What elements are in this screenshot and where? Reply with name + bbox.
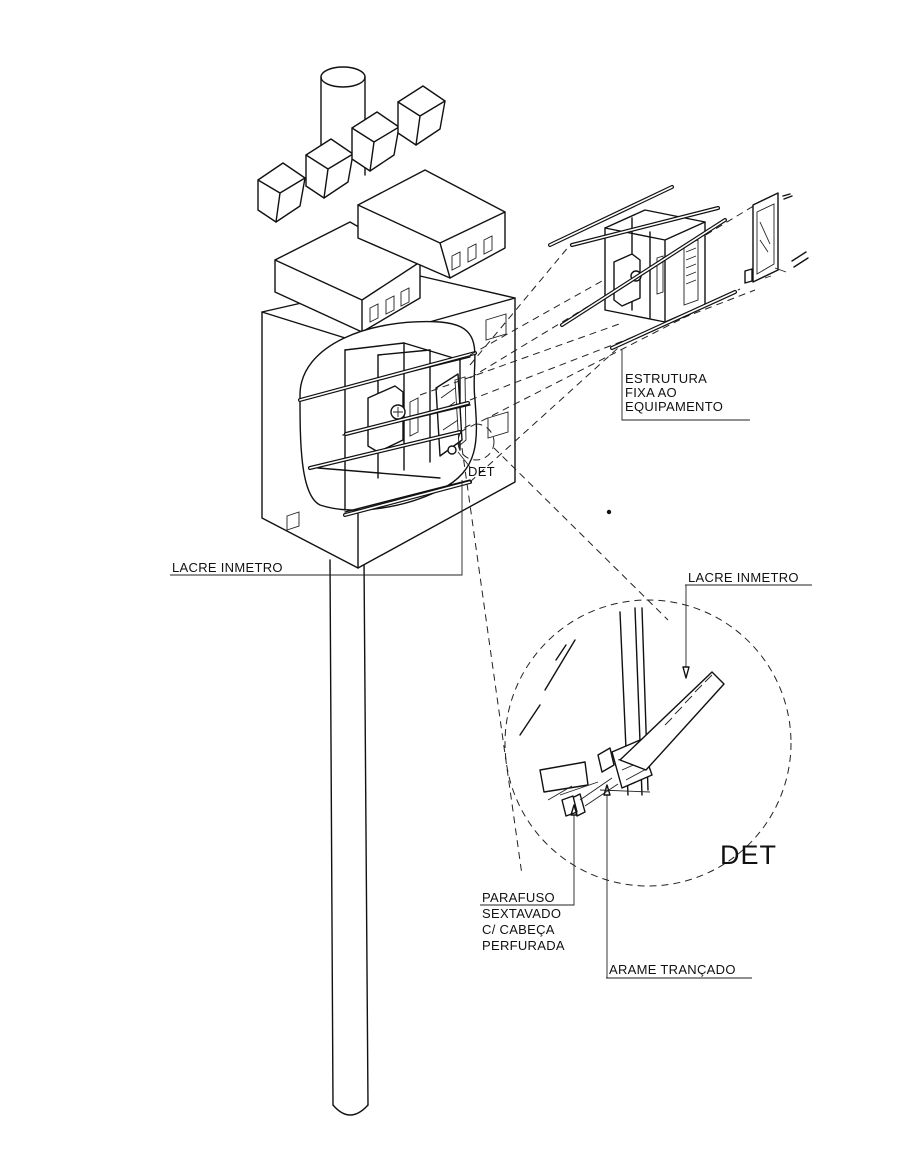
top-junction-boxes: [257, 85, 446, 223]
parafuso-label-line4: PERFURADA: [482, 938, 565, 953]
exploded-module: [548, 185, 737, 350]
estrutura-label-line3: EQUIPAMENTO: [625, 399, 723, 414]
det-big-label: DET: [720, 840, 777, 870]
cutaway-view: [298, 320, 478, 517]
parafuso-label-line1: PARAFUSO: [482, 890, 555, 905]
estrutura-label-line2: FIXA AO: [625, 385, 677, 400]
parafuso-label-line3: C/ CABEÇA: [482, 922, 555, 937]
breaker-boxes: [274, 169, 506, 333]
estrutura-label-line1: ESTRUTURA: [625, 371, 707, 386]
det-small-label: DET: [468, 464, 495, 479]
glass-cover: [606, 192, 809, 515]
lacre-inmetro-detail-label: LACRE INMETRO: [688, 570, 799, 585]
arame-trancado-label: ARAME TRANÇADO: [609, 962, 736, 977]
detail-view: [504, 599, 792, 887]
leader-lines: [170, 350, 812, 979]
projection-lines: [419, 201, 761, 876]
lacre-inmetro-label: LACRE INMETRO: [172, 560, 283, 575]
labels: LACRE INMETRO ESTRUTURA FIXA AO EQUIPAME…: [172, 371, 799, 977]
parafuso-label-line2: SEXTAVADO: [482, 906, 561, 921]
